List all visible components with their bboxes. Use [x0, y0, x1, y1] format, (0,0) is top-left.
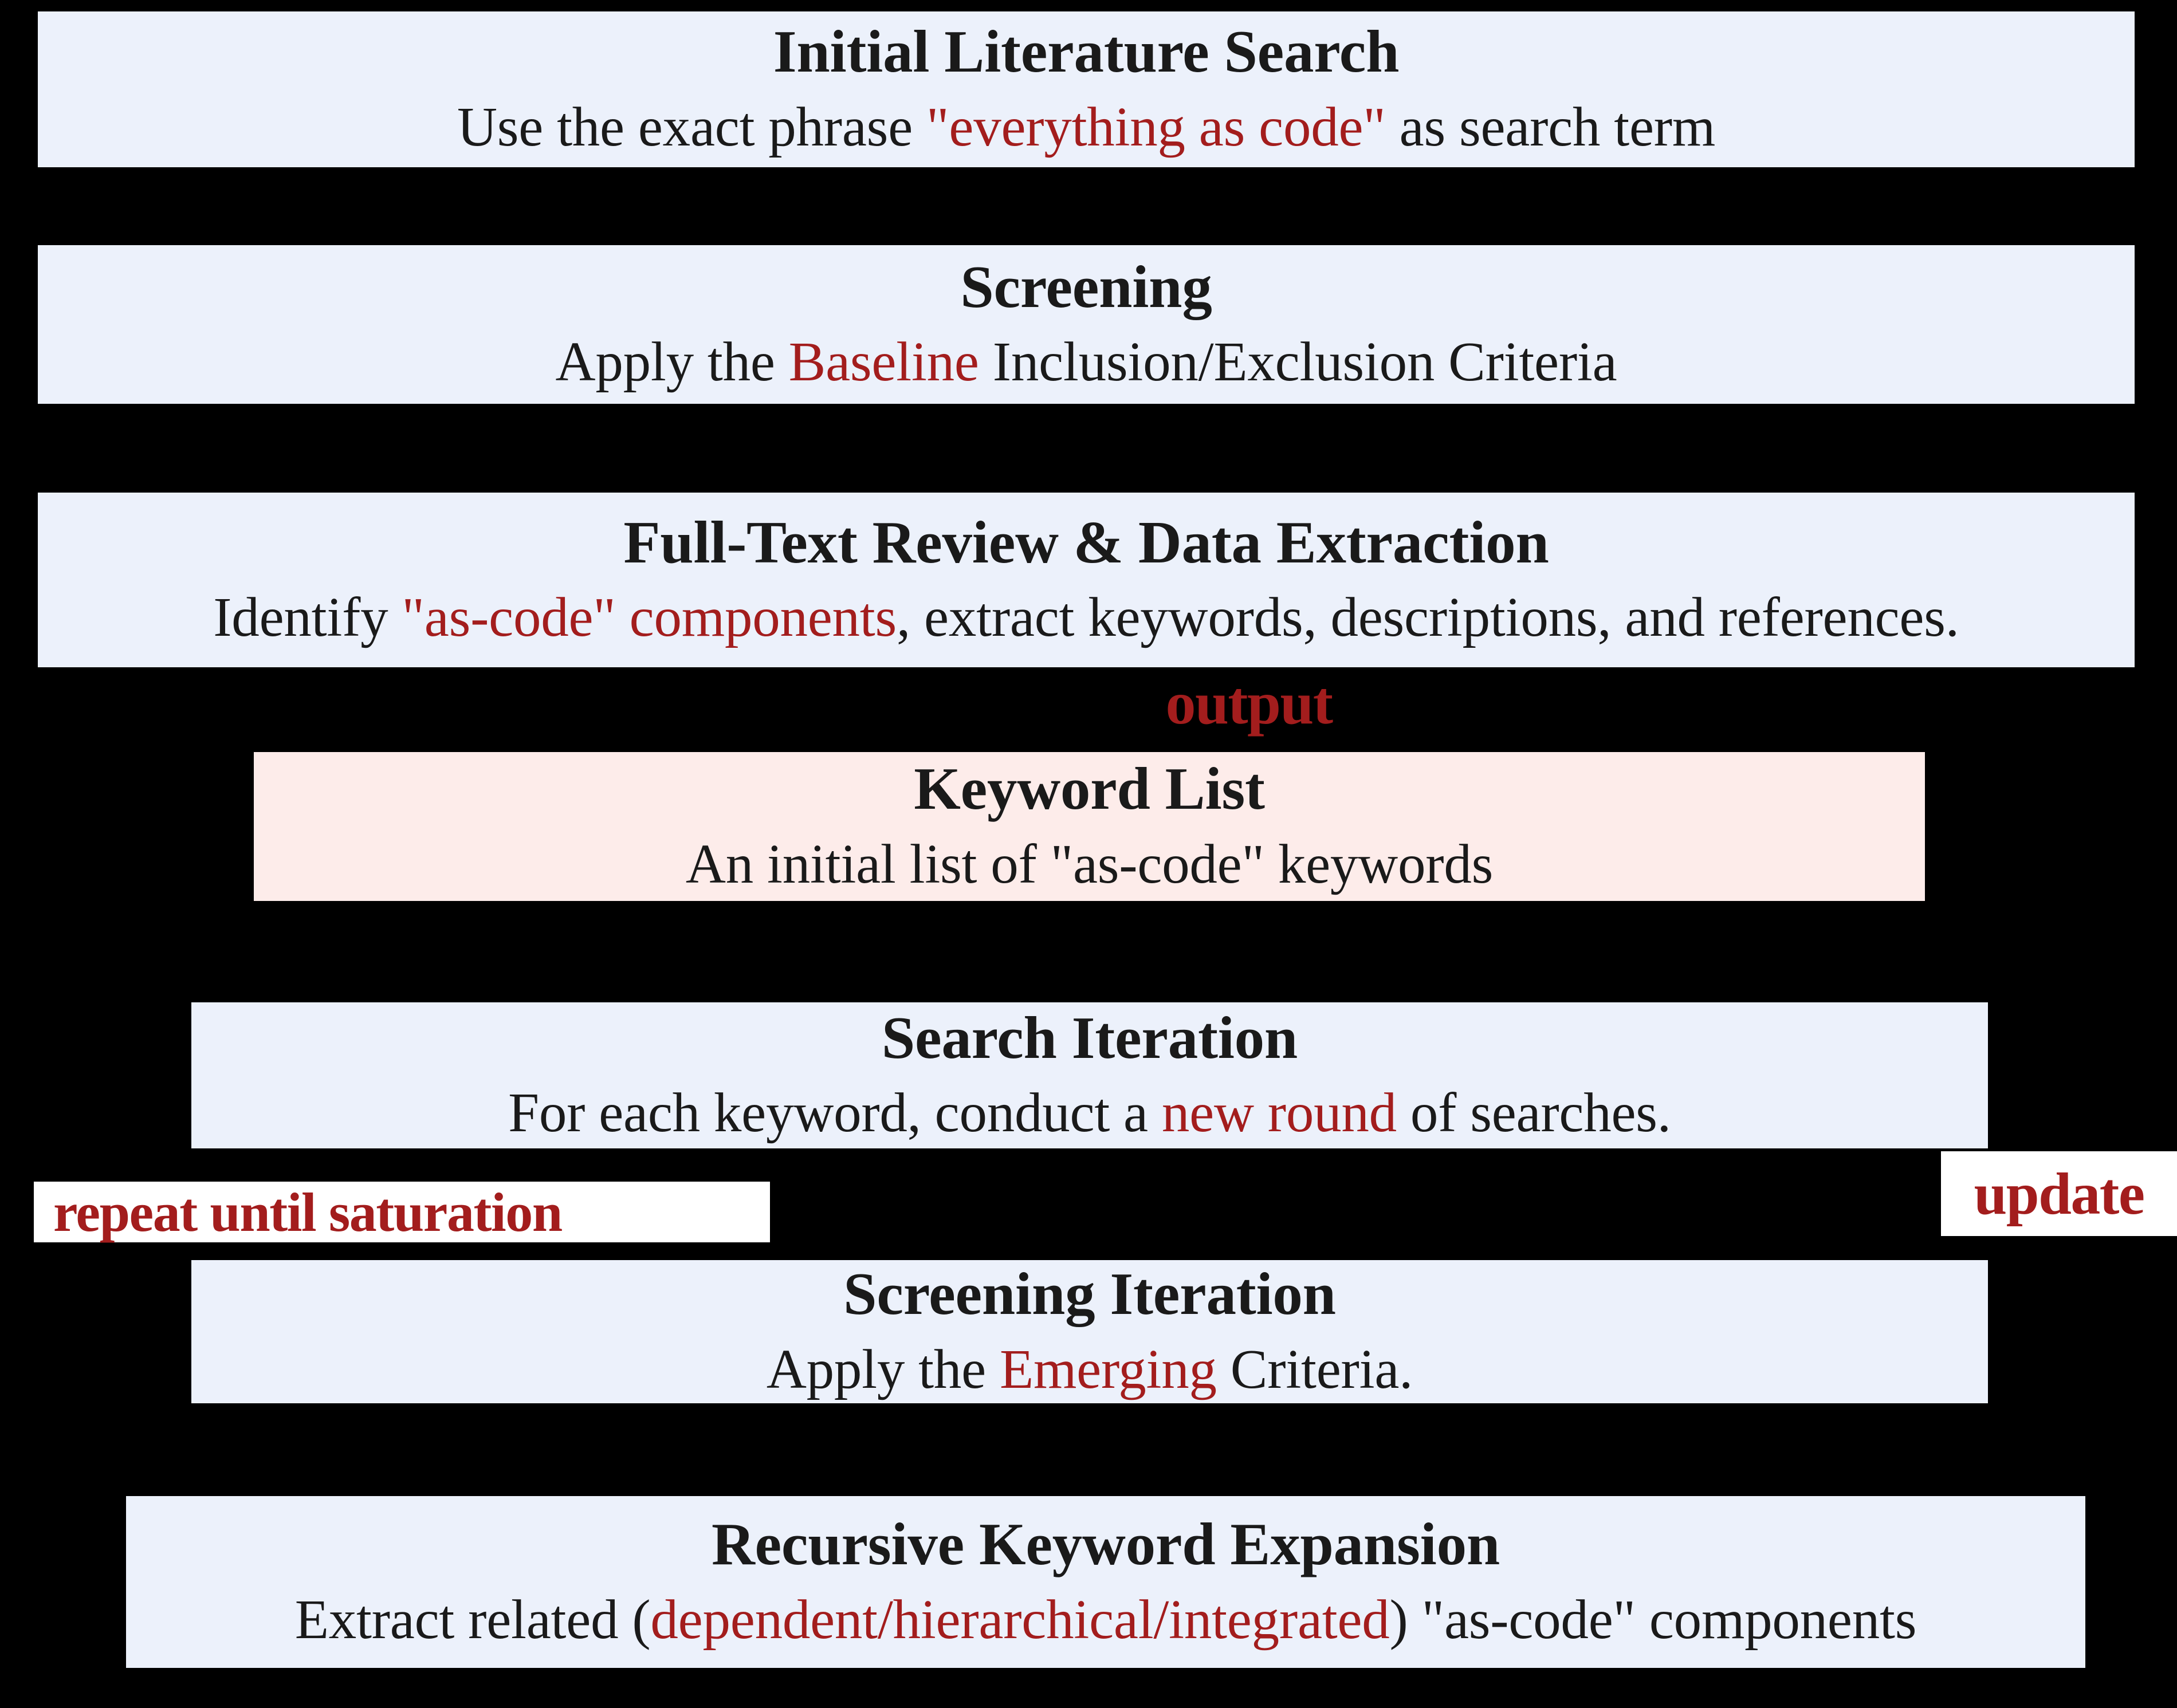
step-screening-iteration: Screening Iteration Apply the Emerging C…	[191, 1260, 1988, 1403]
description-highlight: new round	[1161, 1082, 1397, 1144]
step-description: Apply the Baseline Inclusion/Exclusion C…	[556, 329, 1617, 395]
step-description: Identify "as-code" components, extract k…	[213, 584, 1959, 651]
step-screening: Screening Apply the Baseline Inclusion/E…	[38, 245, 2135, 404]
step-search-iteration: Search Iteration For each keyword, condu…	[191, 1002, 1988, 1148]
step-title: Recursive Keyword Expansion	[711, 1510, 1500, 1578]
description-text: Inclusion/Exclusion Criteria	[979, 331, 1617, 393]
step-initial-literature-search: Initial Literature Search Use the exact …	[38, 11, 2135, 167]
step-description: An initial list of "as-code" keywords	[686, 831, 1493, 898]
update-connector-label: update	[1941, 1151, 2177, 1236]
description-text: Use the exact phrase	[457, 96, 927, 158]
description-text: ) "as-code" components	[1389, 1588, 1917, 1650]
step-title: Screening Iteration	[843, 1260, 1336, 1328]
description-text: Extract related (	[294, 1588, 651, 1650]
step-description: For each keyword, conduct a new round of…	[508, 1080, 1671, 1146]
connector-text: repeat until saturation	[53, 1181, 563, 1243]
step-title: Initial Literature Search	[773, 18, 1400, 85]
description-text: Criteria.	[1216, 1338, 1413, 1400]
description-highlight: Emerging	[999, 1338, 1217, 1400]
step-title: Search Iteration	[881, 1003, 1298, 1071]
description-text: , extract keywords, descriptions, and re…	[897, 587, 1959, 648]
step-description: Extract related (dependent/hierarchical/…	[294, 1587, 1917, 1653]
connector-text: update	[1974, 1160, 2145, 1227]
description-highlight: "everything as code"	[926, 96, 1386, 158]
step-title: Screening	[960, 253, 1212, 320]
step-description: Apply the Emerging Criteria.	[767, 1336, 1413, 1403]
output-connector-label: output	[1088, 664, 1409, 742]
description-text: of searches.	[1396, 1082, 1671, 1144]
step-title: Full-Text Review & Data Extraction	[623, 508, 1549, 576]
step-title: Keyword List	[914, 755, 1265, 822]
description-highlight: Baseline	[788, 331, 979, 393]
description-text: as search term	[1385, 96, 1716, 158]
step-fulltext-review-data-extraction: Full-Text Review & Data Extraction Ident…	[38, 493, 2135, 667]
description-text: Apply the	[766, 1338, 1000, 1400]
description-highlight: dependent/hierarchical/integrated	[650, 1588, 1390, 1650]
repeat-until-saturation-label: repeat until saturation	[34, 1181, 770, 1243]
connector-text: output	[1165, 669, 1334, 737]
description-text: Apply the	[555, 331, 789, 393]
description-text: Identify	[213, 587, 402, 648]
step-keyword-list-output: Keyword List An initial list of "as-code…	[254, 752, 1925, 901]
description-text: An initial list of "as-code" keywords	[685, 833, 1494, 895]
description-highlight: "as-code" components	[402, 587, 897, 648]
step-recursive-keyword-expansion: Recursive Keyword Expansion Extract rela…	[126, 1496, 2085, 1668]
step-description: Use the exact phrase "everything as code…	[457, 94, 1715, 160]
description-text: For each keyword, conduct a	[508, 1082, 1162, 1144]
